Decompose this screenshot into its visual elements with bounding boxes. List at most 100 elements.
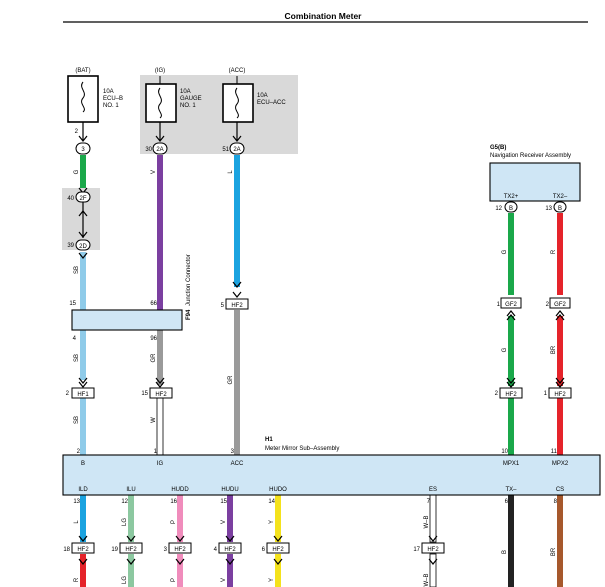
conn-2d (75, 239, 91, 251)
gf2-pos-pin: 1 (497, 302, 501, 308)
bottom-connector-pin: 17 (413, 547, 420, 553)
bottom-connector-box (421, 542, 445, 554)
meter-bottom-pin-number: 13 (73, 499, 80, 505)
conn-ig-hf2 (149, 387, 173, 399)
nav-pin-neg: 13 (545, 206, 552, 212)
meter-top-pin-number: 10 (501, 449, 508, 455)
meter-bottom-pin-number: 7 (427, 499, 431, 505)
bat-fuse-name2: NO. 1 (103, 103, 119, 109)
wire-cs (557, 495, 563, 587)
wire-label-sb1: SB (74, 266, 80, 274)
mpx-neg-hf2-conn: HF2 (554, 392, 566, 398)
junction-code: F94 (186, 309, 192, 320)
junction-desc: Junction Connector (186, 254, 192, 306)
connector-chevron (273, 535, 283, 542)
meter-code: H1 (265, 437, 273, 443)
wire-sb-2 (80, 330, 86, 380)
wire-es-2 (429, 553, 437, 587)
wire-g-mpx1 (508, 397, 514, 455)
junction-top-pin: 40 (67, 196, 74, 202)
bottom-connector-box (168, 542, 192, 554)
acc-hf2-conn: HF2 (231, 303, 243, 309)
wire-label-g-nav1: G (502, 249, 508, 254)
wire-ild-2 (80, 554, 86, 587)
wire-g-nav2 (508, 316, 514, 386)
connector-chevron (428, 535, 438, 542)
wire-label-c-y: Y (269, 578, 275, 582)
meter-bottom-pin-number: 6 (505, 499, 509, 505)
bat-source-label: (BAT) (75, 68, 90, 74)
wire-label-b-v: V (221, 520, 227, 524)
junction-pin-out-ig: 96 (150, 336, 157, 342)
meter-bottom-pin-number: 12 (121, 499, 128, 505)
bottom-connector-name: HF2 (125, 547, 137, 553)
nav-tx-neg: TX2– (553, 194, 568, 200)
bottom-connector-pin: 19 (111, 547, 118, 553)
connector-chevron (78, 535, 88, 542)
wire-gr-acc (234, 310, 240, 455)
wire-label-w: W (151, 417, 157, 423)
acc-hf2-pin: 5 (221, 303, 225, 309)
wire-hudu-2 (227, 554, 233, 587)
bat-conn: 3 (81, 147, 85, 153)
fuse-ecu-b-icon (81, 81, 85, 113)
wire-l-acc (234, 155, 240, 287)
junction-pin-out-left: 4 (73, 336, 77, 342)
mpx-pos-hf2-conn: HF2 (505, 392, 517, 398)
wire-label-g-nav2: G (502, 347, 508, 352)
bat-hf1-pin: 2 (66, 391, 70, 397)
wire-label-b-wb: W–B (424, 515, 430, 528)
connector-chevron (428, 558, 438, 565)
bat-hf1-conn: HF1 (77, 392, 89, 398)
bottom-connector-name: HF2 (224, 547, 236, 553)
bat-fuse-name: ECU–B (103, 96, 123, 102)
meter-bottom-pin-label: HUDD (171, 487, 189, 493)
junction-pin-in-left: 15 (69, 301, 76, 307)
nav-pin-pos: 12 (495, 206, 502, 212)
ig-pin: 30 (145, 147, 152, 153)
connector-chevron (126, 558, 136, 565)
meter-bottom-pin-number: 14 (268, 499, 275, 505)
meter-bottom-pin-label: HUDU (221, 487, 238, 493)
meter-top-pin-label: IG (157, 461, 164, 467)
wire-label-b-p: P (171, 520, 177, 524)
wire-v-ig (157, 155, 163, 310)
bottom-connector-name: HF2 (427, 547, 439, 553)
wire-sb-1 (80, 252, 86, 310)
connector-chevron (78, 558, 88, 565)
conn-bat-3 (75, 142, 91, 155)
nav-receiver-box (489, 162, 581, 202)
acc-fuse-name: ECU–ACC (257, 100, 286, 106)
wire-g-bat (80, 155, 86, 188)
wire-tx (508, 495, 514, 587)
bottom-connector-box (218, 542, 242, 554)
meter-top-pin-label: ACC (231, 461, 244, 467)
conn-bat-hf1 (71, 387, 95, 399)
bottom-connector-name: HF2 (174, 547, 186, 553)
gf2-pos-conn: GF2 (505, 302, 517, 308)
meter-top-pin-number: 1 (154, 449, 158, 455)
wire-ild (80, 495, 86, 542)
wire-label-c-wb: W–B (424, 573, 430, 586)
nav-code: G5(B) (490, 145, 506, 151)
wire-label-b-br: BR (551, 547, 557, 556)
acc-source-label: (ACC) (229, 68, 246, 74)
gf2-neg-conn: GF2 (554, 302, 566, 308)
wire-ilu-2 (128, 554, 134, 587)
wire-r-nav2 (557, 316, 563, 386)
wire-label-l: L (228, 170, 234, 174)
bottom-connector-pin: 4 (214, 547, 218, 553)
wire-label-b-l: L (74, 520, 80, 524)
conn-gf2-pos (500, 297, 522, 309)
conn-mpx-pos-hf2 (499, 387, 523, 399)
ig-fuse-name2: NO. 1 (180, 103, 196, 109)
meter-bottom-pin-label: ILU (126, 487, 135, 493)
wire-hudd (177, 495, 183, 542)
acc-amp: 10A (257, 93, 268, 99)
wire-hudu (227, 495, 233, 542)
wire-label-v: V (151, 170, 157, 174)
connector-chevron (273, 558, 283, 565)
conn-acc-hf2 (225, 298, 249, 310)
